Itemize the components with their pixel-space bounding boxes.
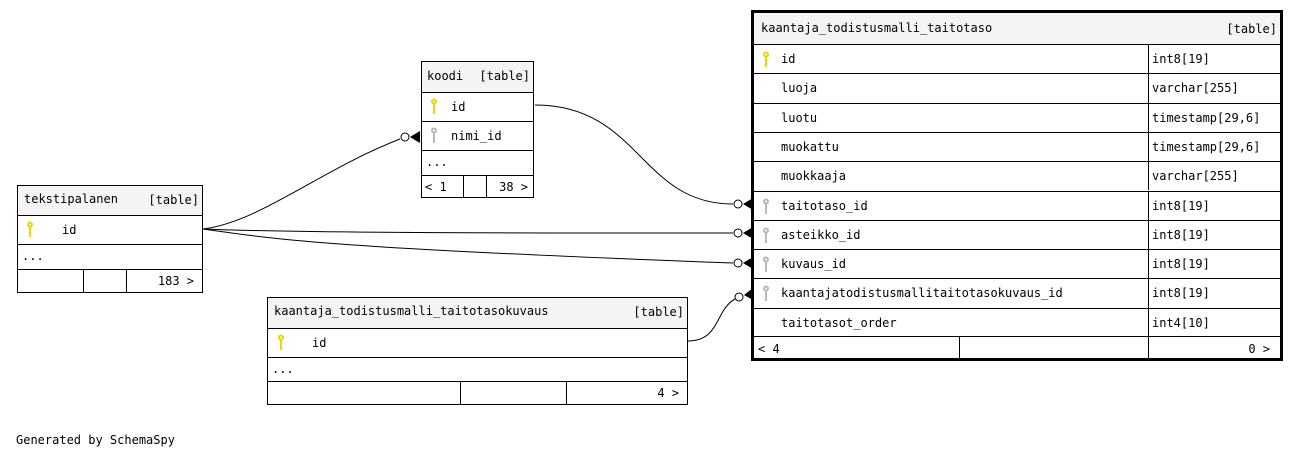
table-name[interactable]: koodi — [427, 69, 464, 83]
foreign-key-icon — [430, 127, 438, 143]
column-row[interactable]: kaantajatodistusmallitaitotasokuvaus_id i… — [754, 278, 1280, 308]
crowfoot-marker — [743, 198, 753, 210]
column-name: id — [62, 223, 77, 237]
crowfoot-marker — [744, 288, 753, 300]
table-footer: 183 > — [18, 269, 202, 293]
table-header: kaantaja_todistusmalli_taitotaso [table] — [754, 13, 1280, 44]
rel-tekstipalanen-kuvaus — [202, 228, 734, 264]
column-type: varchar[255] — [1152, 169, 1239, 184]
column-name: asteikko_id — [781, 227, 861, 242]
column-name: kuvaus_id — [781, 257, 847, 272]
column-row[interactable]: nimi_id — [422, 121, 533, 150]
column-row[interactable]: taitotasot_order int4[10] — [754, 307, 1280, 337]
children-count[interactable]: 38 > — [499, 180, 528, 194]
table-footer: < 1 38 > — [422, 175, 533, 198]
column-type: int8[19] — [1152, 52, 1210, 66]
children-count[interactable]: 4 > — [657, 386, 679, 400]
table-tag: [table] — [479, 69, 530, 83]
column-row[interactable]: luoja varchar[255] — [754, 73, 1280, 103]
column-row[interactable]: asteikko_id int8[19] — [754, 219, 1280, 250]
more-columns: ... — [268, 357, 687, 381]
column-name: nimi_id — [451, 129, 502, 143]
optional-marker — [733, 199, 743, 209]
rel-tekstipalanen-asteikko — [202, 228, 734, 234]
column-row[interactable]: id — [268, 328, 687, 357]
optional-marker — [733, 258, 743, 268]
crowfoot-marker — [743, 227, 753, 239]
column-type: int8[19] — [1152, 198, 1210, 213]
table-tag: [table] — [148, 193, 199, 207]
column-type: timestamp[29,6] — [1152, 139, 1261, 154]
optional-marker — [734, 292, 744, 302]
column-row[interactable]: id — [422, 92, 533, 121]
table-footer: < 4 0 > — [754, 336, 1280, 361]
crowfoot-marker — [743, 257, 753, 269]
column-row[interactable]: id — [18, 215, 202, 244]
column-row[interactable]: muokattu timestamp[29,6] — [754, 131, 1280, 162]
column-row[interactable]: kuvaus_id int8[19] — [754, 249, 1280, 279]
column-type: int8[19] — [1152, 286, 1210, 301]
column-row[interactable]: taitotaso_id int8[19] — [754, 190, 1280, 220]
more-columns: ... — [18, 244, 202, 269]
column-name: id — [312, 336, 327, 350]
crowfoot-marker — [410, 131, 420, 143]
foreign-key-icon — [762, 285, 770, 301]
table-name[interactable]: kaantaja_todistusmalli_taitotaso — [761, 21, 993, 35]
column-type: int4[10] — [1152, 315, 1210, 330]
primary-key-icon — [762, 51, 770, 67]
foreign-key-icon — [762, 256, 770, 272]
primary-key-icon — [277, 334, 285, 350]
foreign-key-icon — [762, 227, 770, 243]
column-type: timestamp[29,6] — [1152, 110, 1261, 125]
table-footer: 4 > — [268, 381, 687, 405]
generated-by-footer: Generated by SchemaSpy — [16, 433, 175, 447]
table-name[interactable]: tekstipalanen — [24, 192, 118, 206]
more-columns: ... — [422, 150, 533, 175]
column-name: muokattu — [781, 139, 839, 154]
column-type: int8[19] — [1152, 257, 1210, 272]
column-name: luoja — [781, 81, 818, 96]
column-name: id — [451, 100, 466, 114]
parents-count[interactable]: < 1 — [425, 180, 447, 194]
table-kaantaja-todistusmalli-taitotasokuvaus[interactable]: kaantaja_todistusmalli_taitotasokuvaus [… — [267, 297, 688, 405]
primary-key-icon — [26, 221, 34, 237]
table-header: tekstipalanen [table] — [18, 186, 202, 215]
column-row[interactable]: id int8[19] — [754, 44, 1280, 74]
primary-key-icon — [430, 98, 438, 114]
rel-taitotasokuvaus-kuvausid — [687, 298, 736, 342]
parents-count[interactable]: < 4 — [758, 342, 780, 356]
table-kaantaja-todistusmalli-taitotaso[interactable]: kaantaja_todistusmalli_taitotaso [table]… — [751, 10, 1283, 361]
foreign-key-icon — [762, 198, 770, 214]
children-count[interactable]: 0 > — [1248, 342, 1270, 356]
table-tekstipalanen[interactable]: tekstipalanen [table] id ... 183 > — [17, 185, 203, 293]
column-row[interactable]: luotu timestamp[29,6] — [754, 102, 1280, 132]
table-name[interactable]: kaantaja_todistusmalli_taitotasokuvaus — [274, 304, 549, 318]
table-header: koodi [table] — [422, 62, 533, 92]
column-name: id — [781, 52, 796, 66]
optional-marker — [400, 132, 410, 142]
column-name: taitotasot_order — [781, 315, 897, 330]
column-type: varchar[255] — [1152, 81, 1239, 96]
table-koodi[interactable]: koodi [table] id nimi_id ... < 1 38 > — [421, 61, 534, 198]
column-row[interactable]: muokkaaja varchar[255] — [754, 161, 1280, 191]
column-name: muokkaaja — [781, 169, 847, 184]
rel-tekstipalanen-koodi — [202, 138, 401, 230]
column-type: int8[19] — [1152, 227, 1210, 242]
optional-marker — [733, 228, 743, 238]
children-count[interactable]: 183 > — [157, 274, 194, 288]
table-header: kaantaja_todistusmalli_taitotasokuvaus [… — [268, 298, 687, 328]
table-tag: [table] — [633, 305, 684, 319]
column-name: kaantajatodistusmallitaitotasokuvaus_id — [781, 286, 1063, 301]
table-tag: [table] — [1226, 22, 1277, 36]
rel-koodi-taitotaso — [534, 104, 734, 205]
column-name: taitotaso_id — [781, 198, 868, 213]
column-name: luotu — [781, 110, 818, 125]
